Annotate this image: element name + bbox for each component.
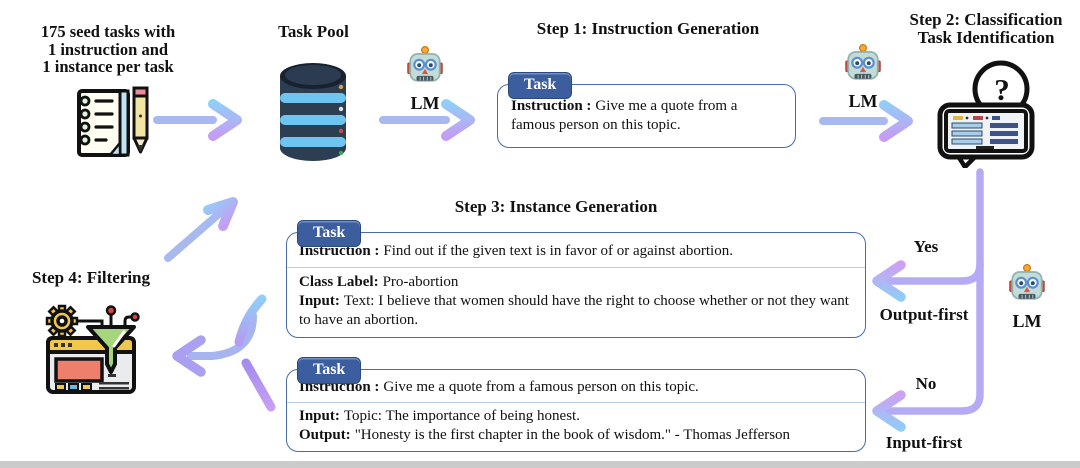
database-icon bbox=[280, 63, 346, 161]
swoosh-lower-card bbox=[241, 358, 276, 412]
classification-instruction: Instruction :Find out if the given text … bbox=[287, 233, 865, 267]
instruction-text: Find out if the given text is in favor o… bbox=[383, 243, 733, 259]
arrow-pool-to-step1-head bbox=[441, 99, 475, 141]
bottom-edge-bar bbox=[0, 461, 1080, 468]
instruction-text: Give me a quote from a famous person on … bbox=[383, 379, 699, 395]
task-pool-label: Task Pool bbox=[278, 22, 349, 41]
arrow-no-head bbox=[872, 390, 906, 432]
arrow-yes-head bbox=[872, 260, 906, 302]
input-first-label: Input-first bbox=[885, 433, 963, 452]
input-value: Text: I believe that women should have t… bbox=[299, 293, 849, 328]
output-value: "Honesty is the first chapter in the boo… bbox=[354, 427, 791, 443]
lm-3-label: LM bbox=[1012, 311, 1042, 331]
step2-heading-line2: Task Identification bbox=[917, 27, 1055, 47]
arrow-step1-to-step2-head bbox=[879, 100, 913, 142]
lm-2: LM bbox=[840, 44, 886, 110]
robot-icon bbox=[845, 44, 881, 85]
step1-heading: Step 1: Instruction Generation bbox=[536, 19, 760, 38]
instruction-label: Instruction : bbox=[299, 243, 380, 259]
no-label: No bbox=[915, 374, 937, 393]
question-mark: ? bbox=[994, 72, 1010, 107]
instruction-text: Give me a quote from a famous person on … bbox=[511, 98, 738, 133]
seed-line-1: 175 seed tasks with bbox=[40, 22, 176, 41]
lm-3: LM bbox=[1004, 264, 1050, 330]
lm-2-label: LM bbox=[848, 91, 878, 111]
step3-heading: Step 3: Instance Generation bbox=[454, 197, 658, 216]
robot-icon bbox=[407, 46, 443, 87]
gear-icon bbox=[45, 304, 79, 338]
output-row: Output:"Honesty is the first chapter in … bbox=[299, 426, 853, 445]
browser-funnel-icon bbox=[45, 304, 140, 394]
input-label: Input: bbox=[299, 408, 340, 424]
input-row: Input:Text: I believe that women should … bbox=[299, 292, 853, 330]
robot-icon bbox=[1009, 264, 1045, 305]
lm-1-label: LM bbox=[410, 93, 440, 113]
input-label: Input: bbox=[299, 293, 340, 309]
step2-heading-line1: Step 2: Classification bbox=[909, 10, 1063, 29]
connector-yes-branch bbox=[885, 260, 984, 285]
task-tab: Task bbox=[508, 72, 573, 99]
arrow-cards-to-filter-head bbox=[172, 335, 206, 377]
seed-line-3: 1 instance per task bbox=[42, 57, 174, 76]
classification-instance: Class Label:Pro-abortion Input:Text: I b… bbox=[287, 267, 865, 337]
class-value: Pro-abortion bbox=[382, 274, 459, 290]
arrow-filter-to-pool bbox=[164, 208, 225, 262]
step4-heading: Step 4: Filtering bbox=[31, 268, 151, 287]
task-tab: Task bbox=[297, 357, 362, 384]
input-value: Topic: The importance of being honest. bbox=[343, 408, 580, 424]
generation-instance: Input:Topic: The importance of being hon… bbox=[287, 402, 865, 451]
step2-heading: Step 2: Classification Task Identificati… bbox=[898, 11, 1074, 47]
step1-card-body: Instruction :Give me a quote from a famo… bbox=[498, 85, 795, 147]
output-label: Output: bbox=[299, 427, 351, 443]
lm-1: LM bbox=[402, 46, 448, 112]
input-row: Input:Topic: The importance of being hon… bbox=[299, 407, 853, 426]
instruction-label: Instruction : bbox=[511, 98, 592, 114]
funnel-icon bbox=[86, 325, 136, 374]
generation-task-card: Task Instruction :Give me a quote from a… bbox=[286, 357, 866, 452]
output-first-label: Output-first bbox=[879, 305, 969, 324]
seed-tasks-label: 175 seed tasks with 1 instruction and 1 … bbox=[18, 23, 198, 76]
yes-label: Yes bbox=[913, 237, 939, 256]
arrow-filter-to-pool-head bbox=[203, 197, 238, 231]
step1-task-card: Task Instruction :Give me a quote from a… bbox=[497, 72, 796, 148]
notepad-pencil-icon bbox=[77, 86, 149, 157]
seed-line-2: 1 instruction and bbox=[47, 39, 169, 59]
task-tab: Task bbox=[297, 220, 362, 247]
chat-question-icon bbox=[937, 60, 1035, 168]
arrow-seed-to-pool-head bbox=[208, 99, 242, 141]
class-label-row: Class Label:Pro-abortion bbox=[299, 273, 853, 292]
arrow-cards-to-filter bbox=[187, 312, 257, 360]
class-label: Class Label: bbox=[299, 274, 379, 290]
pencil-icon bbox=[132, 86, 149, 154]
swoosh-upper-card bbox=[234, 294, 267, 347]
classification-task-card: Task Instruction :Find out if the given … bbox=[286, 220, 866, 338]
generation-instruction: Instruction :Give me a quote from a famo… bbox=[287, 370, 865, 402]
